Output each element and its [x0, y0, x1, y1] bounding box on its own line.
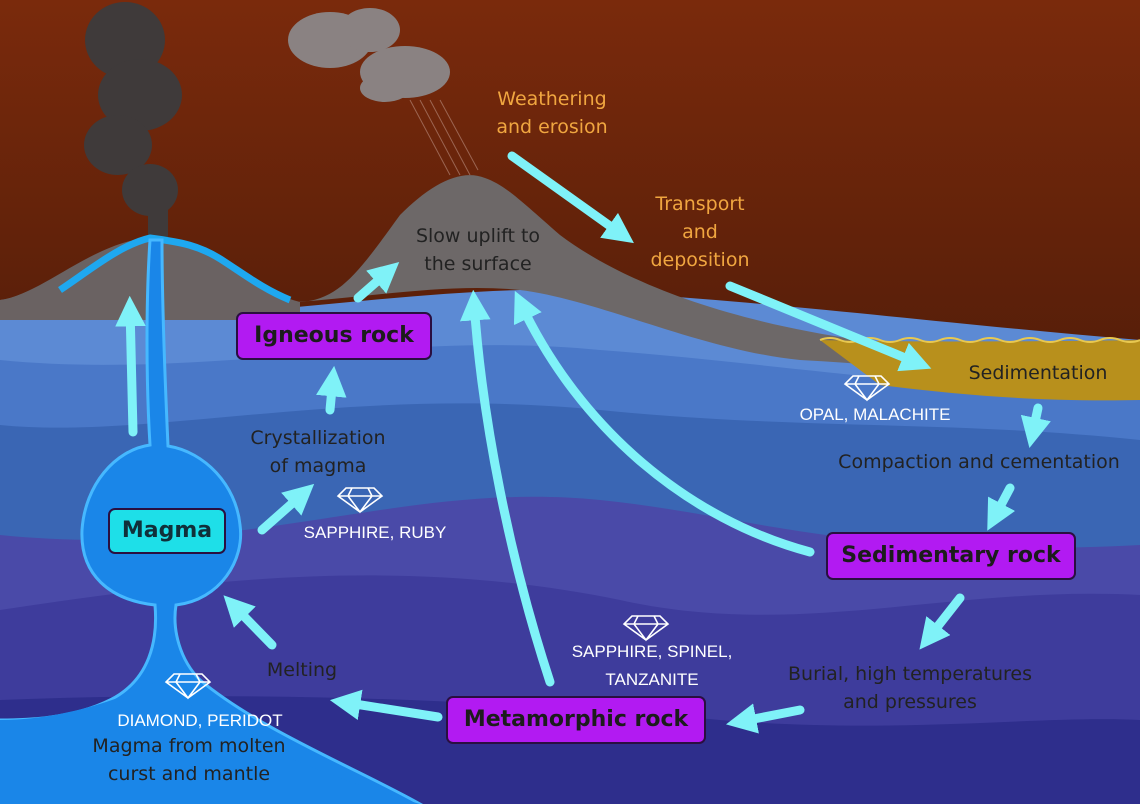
diamond-icon	[336, 487, 384, 514]
sedimentary-rock-box: Sedimentary rock	[826, 532, 1076, 580]
crystallization-text: Crystallization of magma	[250, 427, 386, 477]
crystallization-label: Crystallization of magma	[230, 424, 406, 480]
transport-text: Transport and deposition	[650, 193, 750, 271]
magma-box: Magma	[108, 508, 226, 554]
burial-text: Burial, high temperatures and pressures	[788, 663, 1032, 713]
arrow-melting-out	[329, 689, 443, 722]
arrow-metamorphic-to-uplift	[459, 289, 555, 687]
arrow-sedimentation	[1020, 403, 1051, 448]
uplift-text: Slow uplift to the surface	[415, 225, 541, 275]
melting-label: Melting	[266, 659, 338, 681]
magma-source-label: Magma from molten curst and mantle	[64, 732, 314, 788]
deep-magma	[0, 680, 420, 804]
sedimentation-label: Sedimentation	[968, 362, 1108, 384]
arrow-magma-up	[115, 295, 146, 437]
arrow-transport	[725, 281, 932, 372]
metamorphic-rock-box: Metamorphic rock	[446, 696, 706, 744]
gemstones-metamorphic: SAPPHIRE, SPINEL, TANZANITE	[548, 638, 756, 694]
magma-source-text: Magma from molten curst and mantle	[92, 735, 286, 785]
arrow-burial	[919, 593, 965, 650]
arrow-sedimentary-to-uplift	[513, 290, 815, 557]
weathering-label: Weathering and erosion	[464, 85, 640, 141]
arrow-crystallization-to-igneous	[316, 365, 347, 415]
arrow-to-metamorphic	[725, 703, 805, 734]
cycle-arrows	[115, 151, 1051, 734]
gemstones-sedimentary: OPAL, MALACHITE	[799, 405, 951, 424]
water-surface	[819, 337, 1140, 343]
arrow-weathering	[507, 151, 634, 244]
transport-label: Transport and deposition	[630, 190, 770, 274]
lava-flow	[58, 234, 292, 304]
burial-label: Burial, high temperatures and pressures	[770, 660, 1050, 716]
rain-cloud-icon	[288, 8, 479, 176]
mountain	[0, 175, 1140, 380]
gemstones-metamorphic-text: SAPPHIRE, SPINEL, TANZANITE	[571, 642, 733, 689]
arrow-melting-to-magma	[223, 595, 277, 650]
smoke-cloud-icon	[84, 2, 182, 240]
weathering-text: Weathering and erosion	[496, 88, 608, 138]
igneous-rock-box: Igneous rock	[236, 312, 432, 360]
uplift-label: Slow uplift to the surface	[398, 222, 558, 278]
arrow-compaction	[987, 483, 1016, 531]
diamond-icon	[164, 673, 212, 700]
diamond-icon	[843, 375, 891, 402]
compaction-label: Compaction and cementation	[838, 451, 1120, 473]
arrow-magma-to-crystallization	[257, 483, 315, 535]
arrow-igneous-to-uplift	[353, 261, 400, 303]
gemstones-mantle: DIAMOND, PERIDOT	[117, 711, 283, 730]
gemstones-igneous: SAPPHIRE, RUBY	[303, 523, 447, 542]
diamond-icon	[622, 615, 670, 642]
